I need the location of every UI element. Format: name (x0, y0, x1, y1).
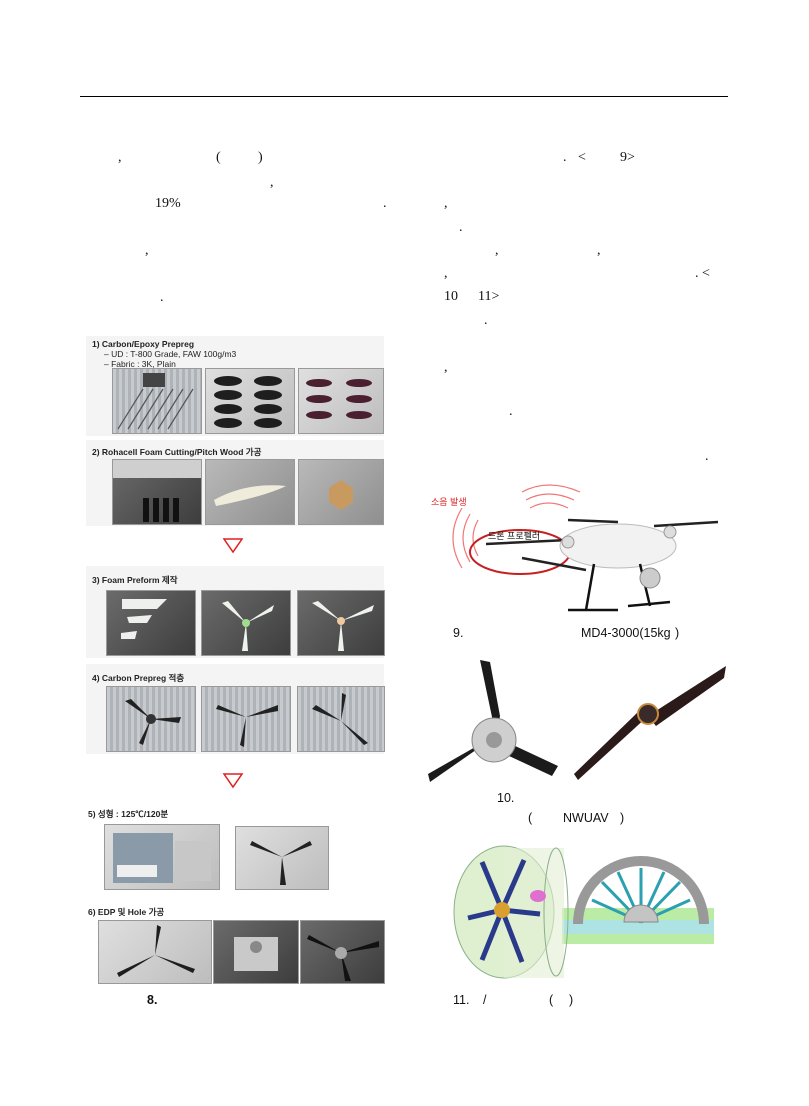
prepreg-cutting-photo (112, 368, 202, 434)
step-4-title: 4) Carbon Prepreg 적층 (92, 673, 185, 683)
text-fragment: . (509, 404, 513, 419)
process-arrow-icon (222, 773, 244, 789)
text-fragment: , (270, 175, 274, 190)
layup-photo (201, 686, 291, 752)
figure-11-close: ) (569, 993, 574, 1007)
text-fragment: , (444, 266, 448, 281)
figure-11-slash: / (483, 993, 487, 1007)
text-fragment: . (484, 313, 488, 328)
figure-10-open: ( (528, 811, 533, 825)
text-fragment: . (160, 290, 164, 305)
figure-11-number: 11. (453, 993, 470, 1007)
propeller-illustration (428, 660, 726, 782)
step-5-title: 5) 성형 : 125℃/120분 (88, 809, 169, 819)
figure-8-caption: 8. (147, 993, 158, 1007)
figure-10-close: ) (620, 811, 625, 825)
text-fragment: , (118, 150, 122, 165)
text-fragment: 10 (444, 289, 458, 304)
figure-10-number: 10. (497, 791, 515, 805)
text-fragment: , (597, 243, 601, 258)
text-fragment: , (145, 243, 149, 258)
molded-propeller-photo (235, 826, 329, 890)
noise-label: 소음 발생 (431, 497, 467, 507)
text-fragment: ) (258, 150, 263, 165)
text-fragment: ( (216, 150, 221, 165)
text-fragment: 11> (478, 289, 500, 304)
text-fragment: . (383, 196, 387, 211)
step-1-title: 1) Carbon/Epoxy Prepreg (92, 339, 195, 349)
figure-9-close: ) (675, 626, 680, 640)
foam-preform-photo (201, 590, 291, 656)
prepreg-ply-photo (205, 368, 295, 434)
figure-10-name: NWUAV (563, 811, 609, 825)
text-fragment: , (444, 196, 448, 211)
text-fragment: 19% (155, 196, 181, 211)
foam-cutting-photo (112, 459, 202, 525)
text-fragment: . (459, 220, 463, 235)
header-rule (80, 96, 728, 97)
pitch-wood-photo (298, 459, 384, 525)
propeller-label: 드론 프로펠러 (488, 531, 541, 541)
text-fragment: < (578, 150, 586, 165)
text-fragment: 9> (620, 150, 635, 165)
hole-machining-photo (300, 920, 385, 984)
text-fragment: . (563, 150, 567, 165)
figure-9-model: MD4-3000(15kg (581, 626, 671, 640)
prepreg-ply-photo (298, 368, 384, 434)
text-fragment: , (495, 243, 499, 258)
layup-photo (297, 686, 385, 752)
text-fragment: . < (695, 266, 710, 281)
drone-illustration (452, 484, 719, 612)
foam-preform-photo (297, 590, 385, 656)
process-arrow-icon (222, 538, 244, 554)
hub-machining-photo (213, 920, 299, 984)
figure-11-open: ( (549, 993, 554, 1007)
layup-photo (106, 686, 196, 752)
step-6-title: 6) EDP 및 Hole 가공 (88, 907, 165, 917)
finished-propeller-photo (98, 920, 212, 984)
foam-preform-photo (106, 590, 196, 656)
step-2-title: 2) Rohacell Foam Cutting/Pitch Wood 가공 (92, 447, 262, 457)
text-fragment: . (705, 449, 709, 464)
text-fragment: , (444, 360, 448, 375)
step-3-title: 3) Foam Preform 제작 (92, 575, 178, 585)
autoclave-photo (104, 824, 220, 890)
foam-blade-photo (205, 459, 295, 525)
figure-9-number: 9. (453, 626, 464, 640)
step-1-detail: – Fabric : 3K, Plain (104, 359, 176, 369)
ducted-fan-illustration (453, 845, 714, 979)
step-1-detail: – UD : T-800 Grade, FAW 100g/m3 (104, 349, 237, 359)
